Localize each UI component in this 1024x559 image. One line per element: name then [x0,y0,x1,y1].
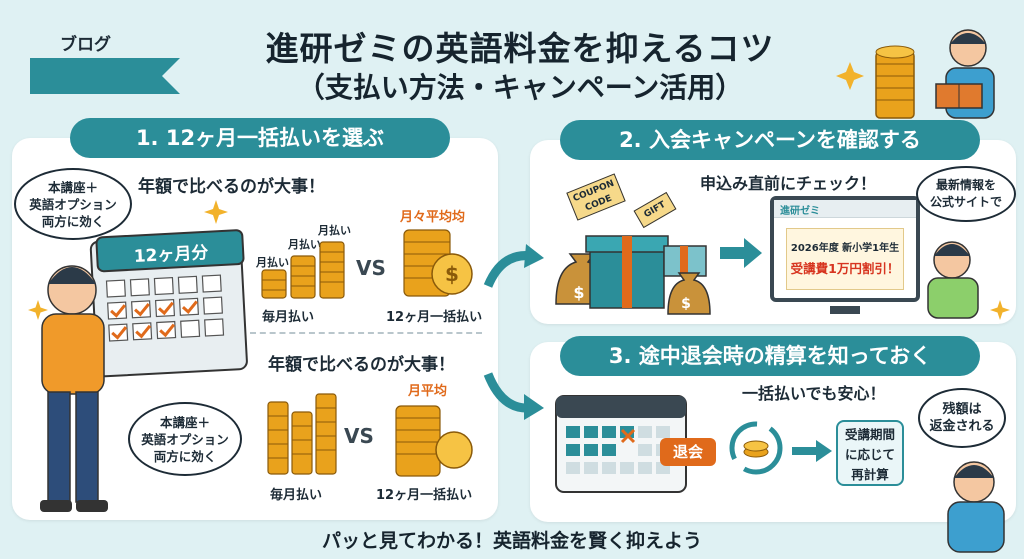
monthly-label-bottom: 毎月払い [270,488,323,503]
vs-label-top: VS [356,256,386,280]
bottom-average-label: 月平均 [408,384,448,399]
page-subtitle: （支払い方法・キャンペーン活用） [296,71,744,104]
dollar-icon: $ [445,262,459,286]
section3-subtitle: 一括払いでも安心！ [742,384,886,403]
footer-text: パッと見てわかる！英語料金を賢く抑えよう [321,530,702,552]
coin-stacks-small-icon [261,241,345,299]
svg-text:$: $ [573,283,584,302]
bubble-line: 両方に効く [41,213,105,229]
arrow-right-icon [483,372,544,420]
speech-bubble-official: 最新情報を 公式サイトで [916,166,1016,222]
speech-bubble-top: 本講座＋ 英語オプション 両方に効く [14,168,132,240]
person-pointing-icon [40,265,108,512]
blog-ribbon [30,58,180,94]
bubble-line: 両方に効く [153,448,217,464]
bubble-line: 公式サイトで [929,195,1002,209]
monitor-top-bar [774,200,916,218]
section1-subtitle-top: 年額で比べるのが大事！ [138,177,325,197]
blog-label: ブログ [60,35,111,55]
top-average-label: 月々平均均 [400,210,466,225]
section1-subtitle-bottom: 年額で比べるのが大事！ [268,355,455,375]
notice-line2: 受講費1万円割引！ [790,261,900,276]
coin-stack-annual-icon [395,405,473,477]
annual-label-top: 12ヶ月一括払い [386,310,483,325]
monthly-stack-label-2: 月払い [288,238,321,251]
reader-illustration [836,29,995,119]
calendar-icon [555,395,687,493]
refresh-coin-icon [729,421,783,475]
bubble-line: 返金される [929,419,995,434]
sparkle-icon [204,200,228,224]
calendar-icon [89,229,248,378]
bubble-line: 残額は [942,402,982,417]
vs-label-bottom: VS [344,424,374,448]
speech-bubble-refund: 残額は 返金される [918,388,1006,448]
page-title: 進研ゼミの英語料金を抑えるコツ [265,29,775,68]
annual-label-bottom: 12ヶ月一括払い [376,488,473,503]
notice-line1: 2026年度 新小学1年生 [790,243,900,254]
coin-stacks-monthly-icon [267,393,337,475]
recalc-line: に応じて [844,447,895,462]
withdraw-tag: 退会 [660,438,716,466]
coin-stack-icon [875,45,915,119]
person-pointing-icon [927,241,979,319]
monthly-label-top: 毎月払い [262,310,315,325]
recalc-box: 受講期間 に応じて 再計算 [836,420,904,486]
website-monitor: 進研ゼミ 2026年度 新小学1年生 受講費1万円割引！ [770,196,920,302]
section3-heading: 3. 途中退会時の精算を知っておく [560,336,980,376]
arrow-right-icon [720,238,762,268]
section1-heading: 1. 12ヶ月一括払いを選ぶ [70,118,450,158]
person-thumbs-up-icon [947,461,1005,553]
arrow-right-icon [792,440,832,462]
bubble-line: 最新情報を [935,178,996,192]
sparkle-icon [28,300,48,320]
cross-mark-icon [620,428,636,444]
monitor-brand: 進研ゼミ [780,206,820,217]
monitor-stand [830,306,860,314]
gift-box-icon: $ $ [555,235,711,315]
bubble-line: 英語オプション [141,431,229,447]
monthly-stack-label-3: 月払い [318,224,351,237]
bubble-line: 本講座＋ [159,414,210,430]
sparkle-icon [990,300,1010,320]
bubble-line: 本講座＋ [47,179,98,195]
svg-text:$: $ [681,296,691,312]
monthly-stack-label-1: 月払い [256,256,289,269]
section2-subtitle: 申込み直前にチェック！ [700,174,877,193]
arrow-right-icon [483,244,544,288]
recalc-line: 再計算 [851,467,889,482]
sparkle-icon [836,62,864,90]
section1-divider [250,332,482,334]
money-bag-icon: $ [667,272,711,315]
person-reading-icon [935,29,995,119]
speech-bubble-bottom: 本講座＋ 英語オプション 両方に効く [128,402,242,476]
section2-heading: 2. 入会キャンペーンを確認する [560,120,980,160]
campaign-notice: 2026年度 新小学1年生 受講費1万円割引！ [786,228,904,290]
gift-small-icon [663,245,707,277]
recalc-line: 受講期間 [844,427,895,442]
coin-stack-large-icon: $ [403,229,473,297]
bubble-line: 英語オプション [29,196,117,212]
